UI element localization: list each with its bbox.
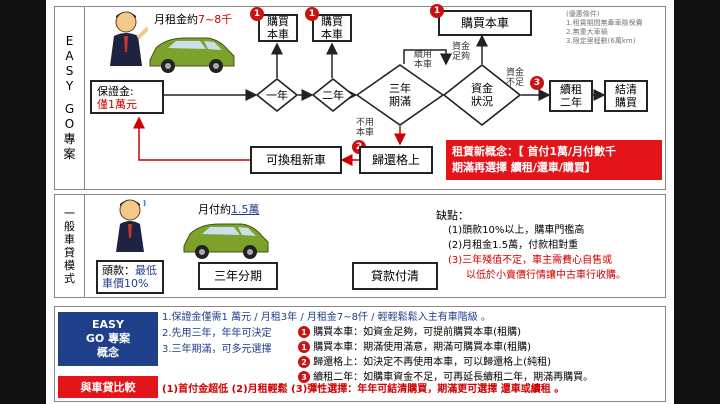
- option-item: 1 購買本車：期滿使用滿意，期滿可購買本車(租購): [298, 340, 593, 355]
- salesman-illustration: [110, 11, 148, 66]
- pay-off-box: 結清 購買: [604, 80, 648, 112]
- down-payment-box: 頭款：最低 車價10%: [96, 260, 164, 294]
- deposit-box: 保證金: 僅1萬元: [90, 80, 164, 114]
- loan-cons: 缺點： (1)頭款10%以上，購車門檻高 (2)月租金1.5萬，付款相對重 (3…: [436, 209, 626, 281]
- year-two-step: 二年: [312, 78, 354, 112]
- renew-two-years-box: 續租 二年: [549, 80, 593, 112]
- summary-point-2: 2.先用三年，年年可決定: [162, 328, 272, 339]
- easy-go-concept-title: EASY GO 專案 概念: [58, 312, 158, 366]
- worried-man-illustration: [116, 199, 146, 252]
- swap-new-car-box: 可換租新車: [250, 146, 342, 174]
- rent-estimate: 月租金約7~8千: [154, 13, 233, 26]
- fund-short-label: 資金 不足: [506, 68, 525, 88]
- buy-car-box-2: 購買 本車: [312, 14, 352, 42]
- step-badge-1b: 1: [305, 7, 319, 21]
- discount-conditions-note: (優惠條件) 1.租賃期間無牽車險保費 2.無重大車禍 3.限定里程數(6萬km…: [566, 10, 643, 45]
- option-item: 3 續租二年：如購車資金不足，可再延長續租二年，期滿再購買。: [298, 370, 593, 385]
- three-year-installment-box: 三年分期: [198, 262, 278, 290]
- compare-summary: (1)首付金超低 (2)月租輕鬆 (3)彈性選擇：年年可結清購買，期滿更可選擇 …: [162, 384, 565, 395]
- return-car-box: 歸還格上: [359, 146, 433, 174]
- summary-point-1: 1.保證金僅需1 萬元 / 月租3年 / 月租金7~8仟 / 輕輕鬆鬆入主有車階…: [162, 312, 491, 323]
- buy-car-box-1: 購買 本車: [258, 14, 298, 42]
- continue-label: 續用 本車: [414, 50, 433, 70]
- green-car-icon: [183, 223, 269, 259]
- green-car-icon: [149, 37, 235, 73]
- fund-status-diamond: 資金 狀況: [443, 64, 521, 126]
- step-badge-1c: 1: [430, 4, 444, 18]
- option-list: 1 購買本車：如資金足夠，可提前購買本車(租購) 1 購買本車：期滿使用滿意，期…: [298, 325, 593, 385]
- buy-car-main-box: 購買本車: [438, 10, 532, 36]
- option-item: 2 歸還格上：如決定不再使用本車，可以歸還格上(純租): [298, 355, 593, 370]
- step-badge-3: 3: [530, 76, 544, 90]
- year-one-step: 一年: [256, 78, 298, 112]
- step-badge-1a: 1: [250, 7, 264, 21]
- not-continue-label: 不用 本車: [356, 118, 375, 138]
- loan-side-label: 一般車貸模式: [55, 195, 85, 297]
- summary-point-3: 3.三年期滿，可多元選擇: [162, 344, 272, 355]
- concept-banner: 租賃新概念：【 首付1萬/月付數千 期滿再選擇 續租/還車/購買】: [446, 140, 662, 180]
- option-item: 1 購買本車：如資金足夠，可提前購買本車(租購): [298, 325, 593, 340]
- loan-paid-off-box: 貸款付清: [352, 262, 438, 290]
- compare-with-loan-label: 與車貸比較: [58, 376, 158, 398]
- fund-enough-label: 資金 足夠: [452, 42, 471, 62]
- three-year-diamond: 三年 期滿: [356, 64, 444, 126]
- monthly-payment-estimate: 月付約1.5萬: [198, 203, 260, 216]
